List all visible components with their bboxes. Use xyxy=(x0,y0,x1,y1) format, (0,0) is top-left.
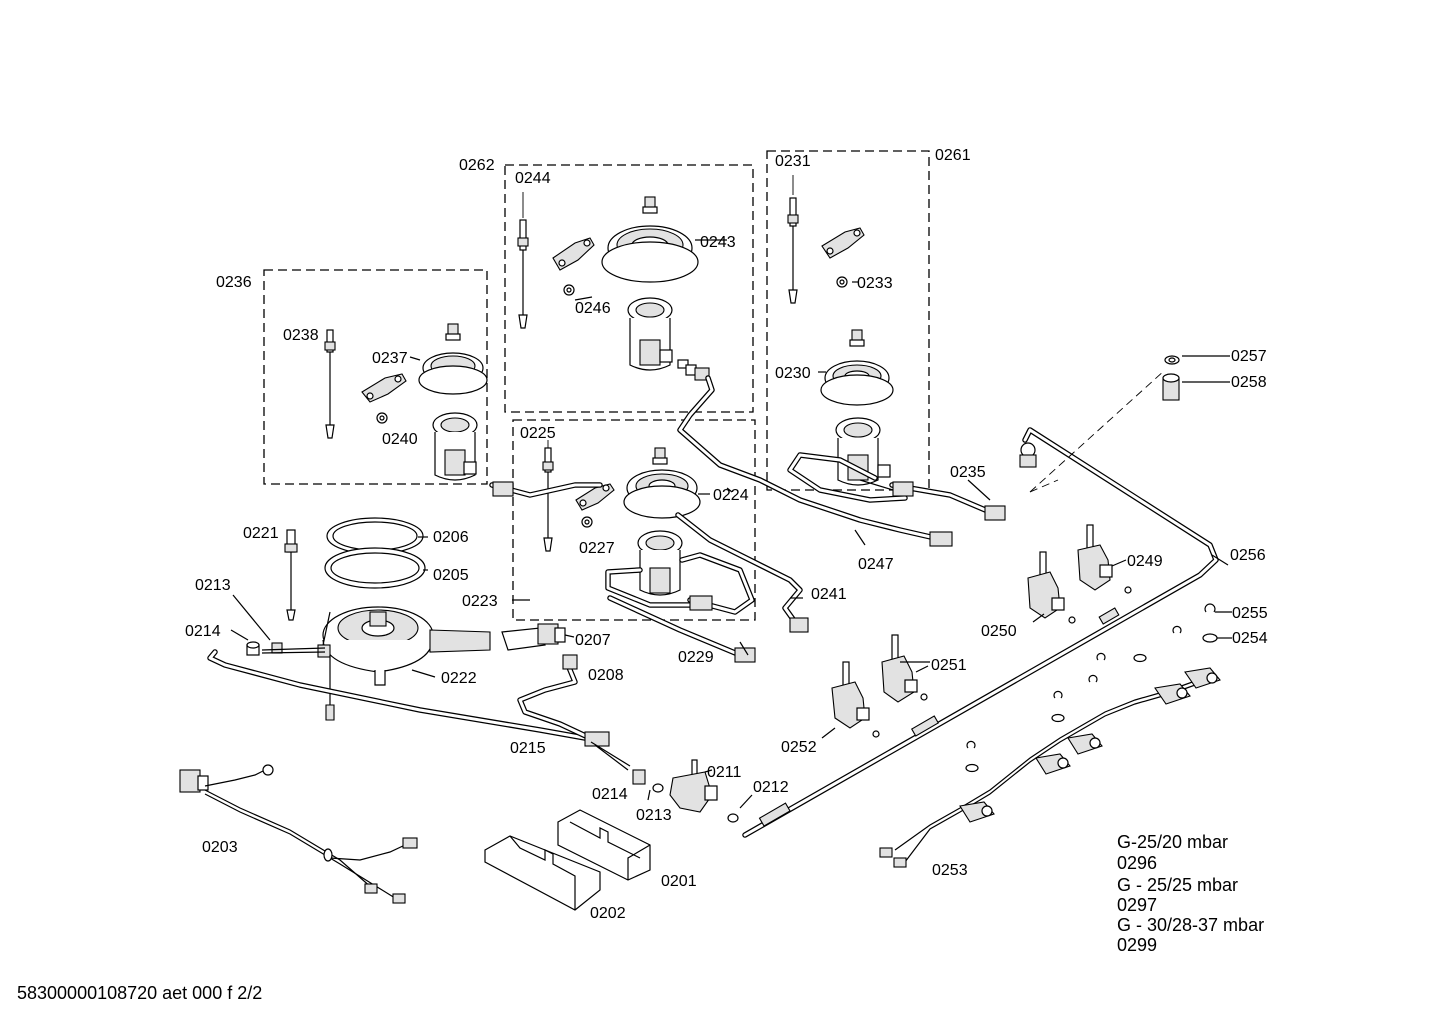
burner-group-0223 xyxy=(542,440,710,596)
label-0203: 0203 xyxy=(202,839,238,856)
gas-valves xyxy=(821,524,1132,739)
label-0211: 0211 xyxy=(707,764,742,781)
label-0206: 0206 xyxy=(433,529,469,546)
label-0202: 0202 xyxy=(590,905,626,922)
group-box-0262 xyxy=(504,164,754,413)
label-0225: 0225 xyxy=(520,425,556,442)
note-g25-25: G - 25/25 mbar xyxy=(1117,875,1238,895)
label-0254: 0254 xyxy=(1232,630,1268,647)
label-0207: 0207 xyxy=(575,632,611,649)
label-0213-upper: 0213 xyxy=(195,577,231,594)
burner-group-0262 xyxy=(517,192,727,381)
label-0212: 0212 xyxy=(753,779,789,796)
label-0256: 0256 xyxy=(1230,547,1266,564)
label-0262: 0262 xyxy=(459,157,495,174)
label-0247: 0247 xyxy=(858,556,894,573)
label-0214-lower: 0214 xyxy=(592,786,628,803)
ignition-harness-0253 xyxy=(879,603,1232,868)
label-0238: 0238 xyxy=(283,327,319,344)
label-0201: 0201 xyxy=(661,873,697,890)
label-0261: 0261 xyxy=(935,147,971,164)
manifold-0256 xyxy=(742,355,1230,838)
label-0208: 0208 xyxy=(588,667,624,684)
label-0227: 0227 xyxy=(579,540,615,557)
label-0231: 0231 xyxy=(775,153,811,170)
group-box-0261 xyxy=(766,150,930,491)
label-0241: 0241 xyxy=(811,586,847,603)
note-0299: 0299 xyxy=(1117,935,1157,955)
label-0251: 0251 xyxy=(931,657,967,674)
label-0235: 0235 xyxy=(950,464,986,481)
brackets xyxy=(484,809,651,911)
label-0252: 0252 xyxy=(781,739,817,756)
valve-0211 xyxy=(632,759,753,823)
wiring-harness-0203 xyxy=(179,764,418,904)
gas-type-notes: G-25/20 mbar 0296 G - 25/25 mbar 0297 G … xyxy=(1117,832,1264,955)
label-0214-upper: 0214 xyxy=(185,623,221,640)
group-box-0223 xyxy=(512,419,756,621)
wok-burner-assembly xyxy=(230,517,575,721)
label-0249: 0249 xyxy=(1127,553,1163,570)
label-0215: 0215 xyxy=(510,740,546,757)
part-labels: 0262 0244 0243 0246 0231 0261 0233 0230 … xyxy=(185,147,1268,922)
note-0296: 0296 xyxy=(1117,853,1157,873)
label-0213-lower: 0213 xyxy=(636,807,672,824)
label-0258: 0258 xyxy=(1231,374,1267,391)
document-footer: 58300000108720 aet 000 f 2/2 xyxy=(17,983,262,1003)
label-0246: 0246 xyxy=(575,300,611,317)
label-0233: 0233 xyxy=(857,275,893,292)
label-0224: 0224 xyxy=(713,487,749,504)
label-0250: 0250 xyxy=(981,623,1017,640)
label-0255: 0255 xyxy=(1232,605,1268,622)
burner-group-0261 xyxy=(787,175,894,486)
label-0205: 0205 xyxy=(433,567,469,584)
note-0297: 0297 xyxy=(1117,895,1157,915)
label-0240: 0240 xyxy=(382,431,418,448)
gas-pipe-0215 xyxy=(207,649,631,771)
label-0223: 0223 xyxy=(462,593,498,610)
label-0237: 0237 xyxy=(372,350,408,367)
gas-pipes xyxy=(489,375,1006,663)
note-g25-20: G-25/20 mbar xyxy=(1117,832,1228,852)
note-g30: G - 30/28-37 mbar xyxy=(1117,915,1264,935)
leader-lines xyxy=(418,479,1229,663)
label-0221: 0221 xyxy=(243,525,279,542)
group-box-0236 xyxy=(263,269,488,485)
label-0222: 0222 xyxy=(441,670,477,687)
label-0253: 0253 xyxy=(932,862,968,879)
label-0244: 0244 xyxy=(515,170,551,187)
burner-group-0236 xyxy=(324,323,488,481)
label-0243: 0243 xyxy=(700,234,736,251)
label-0229: 0229 xyxy=(678,649,714,666)
label-0230: 0230 xyxy=(775,365,811,382)
label-0236: 0236 xyxy=(216,274,252,291)
label-0257: 0257 xyxy=(1231,348,1267,365)
